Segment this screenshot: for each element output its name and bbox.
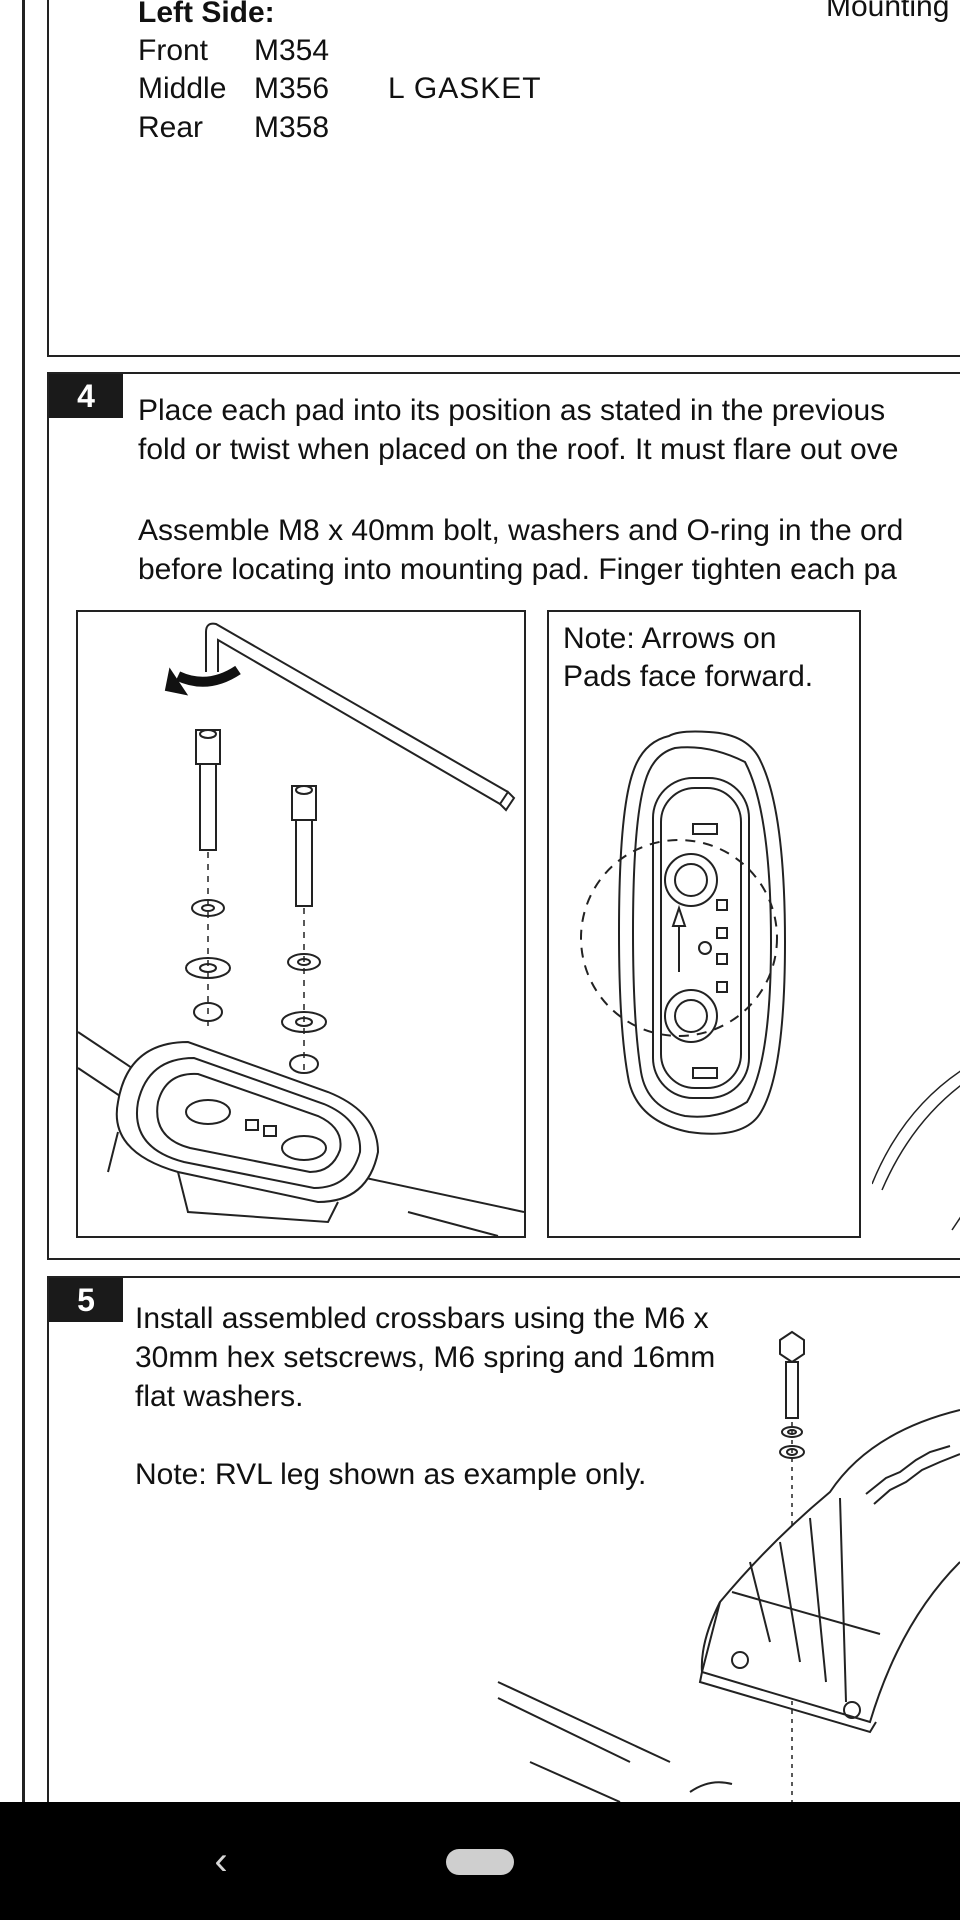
- step-5-text-line-1: Install assembled crossbars using the M6…: [135, 1302, 709, 1335]
- step-3-panel: [47, 0, 960, 357]
- bolt-assembly-drawing: [78, 622, 524, 1236]
- step-4-badge: 4: [49, 374, 123, 418]
- mounting-fragment: Mounting: [826, 0, 950, 23]
- step-5-note: Note: RVL leg shown as example only.: [135, 1458, 647, 1491]
- home-pill-icon[interactable]: [446, 1849, 514, 1875]
- partial-right-illustration: [872, 610, 960, 1234]
- row-middle-code: M356: [254, 72, 330, 105]
- step-5-badge: 5: [49, 1278, 123, 1322]
- step-5-text-line-3: flat washers.: [135, 1380, 304, 1413]
- note-arrows-line-2: Pads face forward.: [563, 660, 814, 693]
- row-rear-position: Rear: [138, 111, 204, 144]
- partial-right-drawing: [872, 1070, 960, 1231]
- row-front-code: M354: [254, 34, 330, 67]
- row-rear-code: M358: [254, 111, 330, 144]
- bolt-assembly-illustration: [76, 610, 526, 1238]
- row-middle-position: Middle: [138, 72, 227, 105]
- step-4-text-line-4: before locating into mounting pad. Finge…: [138, 553, 897, 586]
- step-4-text-line-2: fold or twist when placed on the roof. I…: [138, 433, 899, 466]
- step-5-text-line-2: 30mm hex setscrews, M6 spring and 16mm: [135, 1341, 716, 1374]
- back-button[interactable]: ‹: [196, 1836, 246, 1886]
- left-side-label: Left Side:: [138, 0, 275, 29]
- row-front-position: Front: [138, 34, 209, 67]
- chevron-left-icon: ‹: [214, 1839, 228, 1883]
- manual-page: Left Side: Mounting Front M354 Middle M3…: [22, 0, 960, 1802]
- system-navigation-bar: ‹: [0, 1802, 960, 1920]
- step-4-text-line-3: Assemble M8 x 40mm bolt, washers and O-r…: [138, 514, 904, 547]
- left-margin-rule: [22, 0, 25, 1802]
- crossbar-leg-drawing: [497, 1330, 960, 1802]
- note-arrows-line-1: Note: Arrows on: [563, 622, 777, 655]
- pad-top-view-illustration: Note: Arrows on Pads face forward.: [547, 610, 861, 1238]
- step-4-text-line-1: Place each pad into its position as stat…: [138, 394, 886, 427]
- pad-top-view-drawing: [580, 730, 787, 1135]
- row-middle-part: L GASKET: [388, 72, 542, 105]
